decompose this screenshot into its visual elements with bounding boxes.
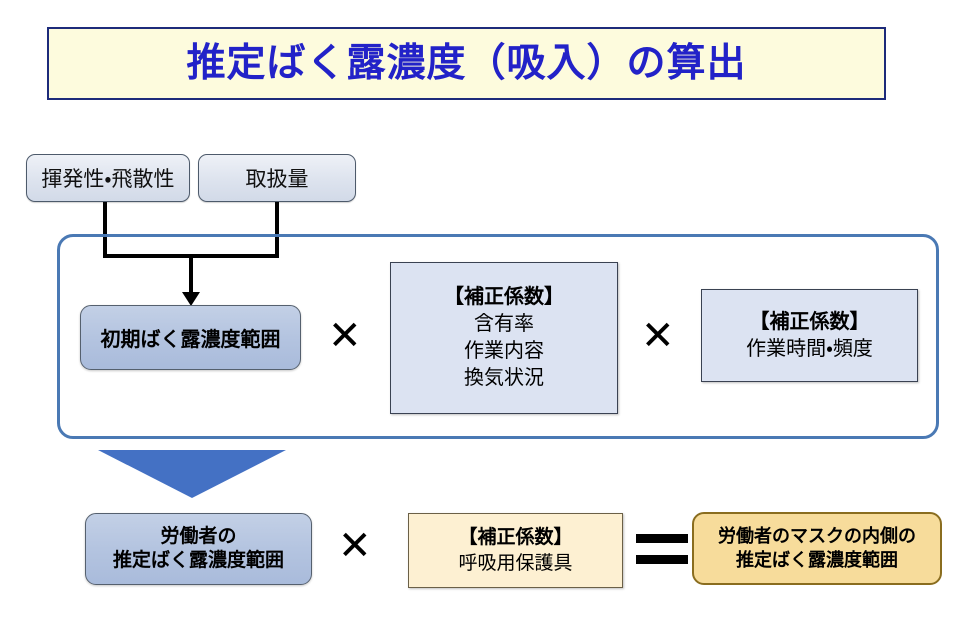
connector-arrow-icon <box>182 292 200 306</box>
input-box-amount: 取扱量 <box>198 154 356 202</box>
equals-operator <box>636 532 688 568</box>
worker-estimated-exposure-range-line-1: 労働者の <box>160 525 237 547</box>
multiply-operator-3: ✕ <box>338 524 372 568</box>
final-result-line-2: 推定ばく露濃度範囲 <box>736 549 898 570</box>
final-result-line-1: 労働者のマスクの内側の <box>718 526 916 547</box>
worker-estimated-exposure-range-box: 労働者の 推定ばく露濃度範囲 <box>85 513 312 585</box>
connector-line-middle <box>189 254 193 296</box>
initial-exposure-range-label: 初期ばく露濃度範囲 <box>100 329 281 351</box>
correction-factor-3-line-1: 呼吸用保護具 <box>458 552 573 574</box>
correction-factor-box-3: 【補正係数】 呼吸用保護具 <box>408 513 623 588</box>
correction-factor-box-2: 【補正係数】 作業時間・頻度 <box>701 289 918 382</box>
connector-line-right <box>275 202 279 258</box>
formula-row-1-container <box>57 234 939 439</box>
correction-factor-1-line-1: 含有率 <box>474 313 534 335</box>
correction-factor-3-header: 【補正係数】 <box>458 526 573 548</box>
final-result-box: 労働者のマスクの内側の 推定ばく露濃度範囲 <box>692 512 942 585</box>
worker-estimated-exposure-range-line-2: 推定ばく露濃度範囲 <box>112 550 284 571</box>
correction-factor-1-line-3: 換気状況 <box>464 367 544 389</box>
title-banner: 推定ばく露濃度（吸入）の算出 <box>47 27 886 100</box>
correction-factor-2-line-1: 作業時間・頻度 <box>746 337 873 360</box>
connector-line-left <box>103 202 107 258</box>
multiply-operator-2: ✕ <box>641 314 675 358</box>
initial-exposure-range-box: 初期ばく露濃度範囲 <box>80 305 301 370</box>
input-box-volatility-label: 揮発性・飛散性 <box>41 168 175 191</box>
multiply-operator-1: ✕ <box>328 314 362 358</box>
correction-factor-2-header: 【補正係数】 <box>749 310 870 333</box>
down-arrow-icon <box>98 450 286 498</box>
equals-bar-top <box>636 534 688 543</box>
input-box-volatility: 揮発性・飛散性 <box>26 154 190 202</box>
equals-bar-bottom <box>636 555 688 564</box>
correction-factor-box-1: 【補正係数】 含有率 作業内容 換気状況 <box>390 262 618 414</box>
input-box-amount-label: 取扱量 <box>245 168 309 191</box>
correction-factor-1-header: 【補正係数】 <box>444 286 564 308</box>
correction-factor-1-line-2: 作業内容 <box>464 340 544 362</box>
page-title: 推定ばく露濃度（吸入）の算出 <box>186 42 747 85</box>
